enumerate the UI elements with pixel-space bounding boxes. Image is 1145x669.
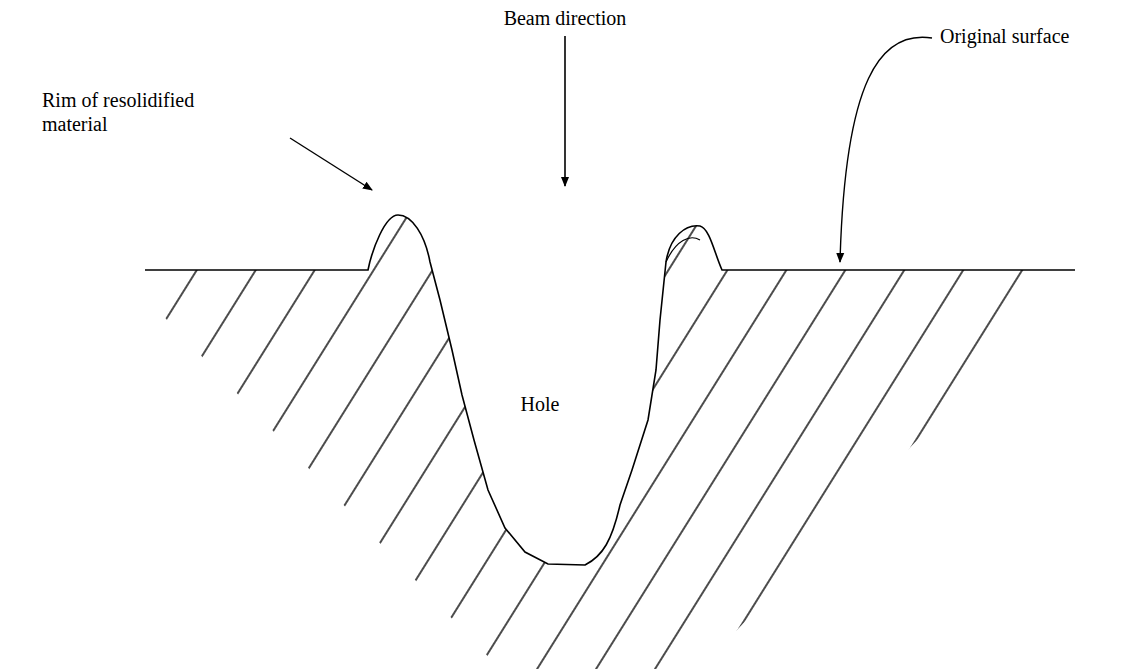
label-text: Rim of resolidified material [42,89,194,135]
material-hatching [0,200,1145,669]
hole-profile [145,215,1075,565]
leader-line [840,37,932,262]
annotation-label: Original surface [940,24,1069,48]
annotation-label: Beam direction [504,6,627,30]
label-text: Original surface [940,25,1069,47]
beam-arrow [564,36,566,186]
label-text: Hole [521,393,560,415]
hatch-fill [0,200,1145,669]
annotation-label: Rim of resolidified material [42,88,217,136]
leader-line [290,138,372,190]
region-label: Hole [521,392,560,416]
rim-edge [666,238,700,262]
label-text: Beam direction [504,7,627,29]
